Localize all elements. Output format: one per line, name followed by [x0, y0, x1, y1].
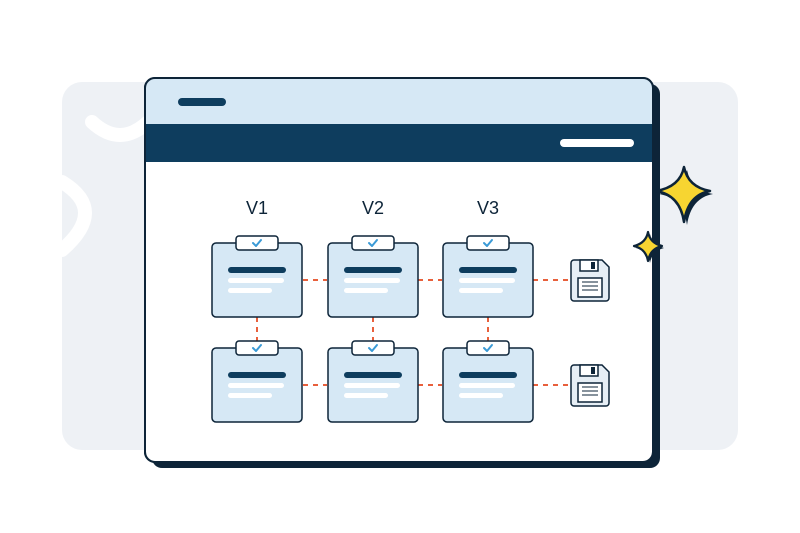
version-card-v1-1 [211, 235, 303, 318]
version-card-v2-1 [327, 235, 419, 318]
card-tab [351, 340, 395, 356]
version-label-v1: V1 [246, 198, 268, 218]
version-card-v3-1 [442, 235, 534, 318]
card-tab [466, 340, 510, 356]
window-title-bar [145, 78, 653, 124]
sparkle-icon [632, 230, 664, 263]
title-bar-pill [178, 98, 226, 106]
save-icons [570, 259, 610, 407]
version-label-v2: V2 [362, 198, 384, 218]
check-icon [483, 239, 493, 247]
card-tab [235, 235, 279, 251]
connectors [256, 279, 568, 386]
version-card-v1-2 [211, 340, 303, 423]
version-card-v2-2 [327, 340, 419, 423]
card-tab [235, 340, 279, 356]
floppy-disk-icon [570, 364, 610, 407]
version-card-v3-2 [442, 340, 534, 423]
version-label-v3: V3 [477, 198, 499, 218]
nav-bar-pill [560, 139, 634, 147]
check-icon [252, 344, 262, 352]
floppy-disk-icon [570, 259, 610, 302]
card-tab [351, 235, 395, 251]
check-icon [368, 239, 378, 247]
sparkle-icon [654, 165, 713, 225]
check-icon [483, 344, 493, 352]
version-cards [211, 235, 534, 423]
check-icon [252, 239, 262, 247]
check-icon [368, 344, 378, 352]
card-tab [466, 235, 510, 251]
